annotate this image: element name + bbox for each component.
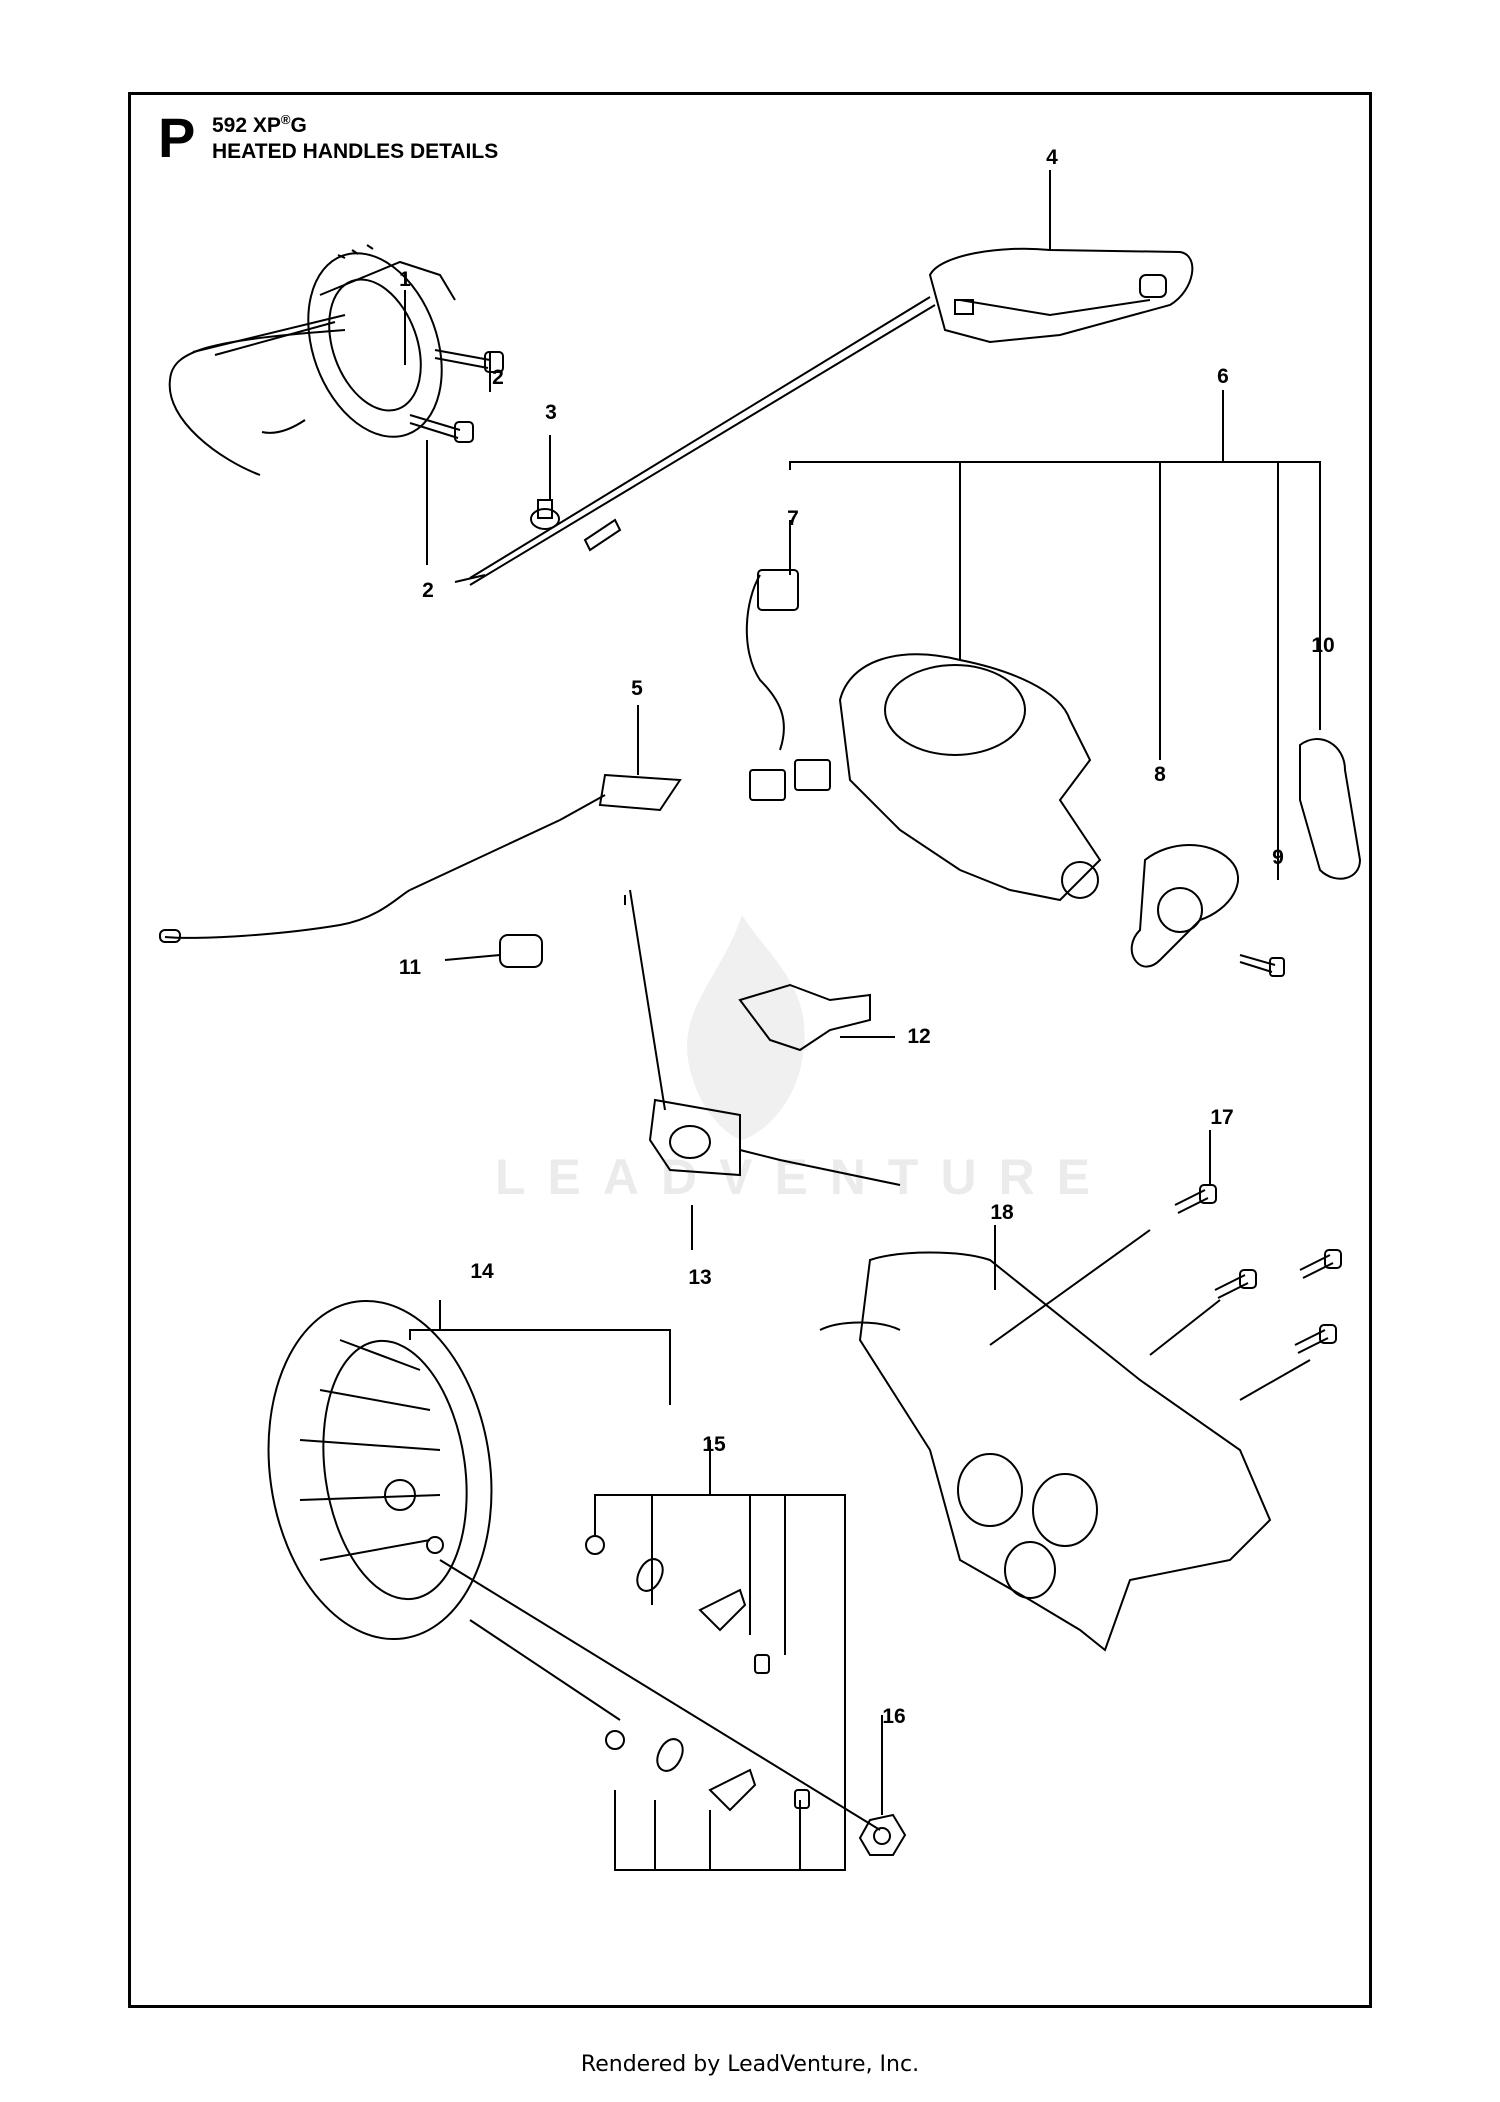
callout-15: 15 [702,1433,726,1456]
part-1-heater-coil [168,244,456,476]
diagram-title: HEATED HANDLES DETAILS [212,140,499,163]
part-9-screw [1239,954,1285,977]
part-13-element [624,889,901,1186]
part-5-cable [159,773,682,943]
part-14-flywheel [267,1299,493,1641]
callout-1: 1 [399,268,411,291]
callout-12: 12 [907,1025,931,1048]
callout-13: 13 [688,1266,712,1289]
part-7-handle-housing [745,569,1102,902]
callout-2a: 2 [492,366,504,389]
part-18-cover [819,1251,1272,1652]
callout-18: 18 [990,1201,1014,1224]
callout-2b: 2 [422,579,434,602]
callout-9: 9 [1272,846,1284,869]
callout-16: 16 [882,1705,906,1728]
callout-6: 6 [1217,365,1229,388]
callout-7: 7 [787,507,799,530]
part-3-bushing [530,499,560,530]
callout-5: 5 [631,677,643,700]
callout-14: 14 [470,1260,494,1283]
callout-3: 3 [545,401,557,424]
part-17-bolts [1174,1184,1342,1354]
part-15-pawls [585,1535,810,1812]
part-16-nut [858,1813,907,1856]
part-2-screws [409,349,504,443]
callout-8: 8 [1154,763,1166,786]
callout-11: 11 [398,956,422,979]
callout-10: 10 [1311,634,1335,657]
part-10-trigger [1299,738,1362,880]
part-8-lever [1130,844,1240,968]
diagram-frame [128,92,1372,2008]
part-12-bracket [738,983,871,1052]
part-11-plug [444,934,543,968]
part-4-handle [454,247,1194,586]
callout-4: 4 [1046,146,1058,169]
model-name: 592 XP®G [212,112,307,137]
section-letter: P [158,106,196,169]
watermark: LEADVENTURE [495,1149,1113,1205]
callout-17: 17 [1210,1106,1234,1129]
footer-credit: Rendered by LeadVenture, Inc. [580,2052,920,2077]
